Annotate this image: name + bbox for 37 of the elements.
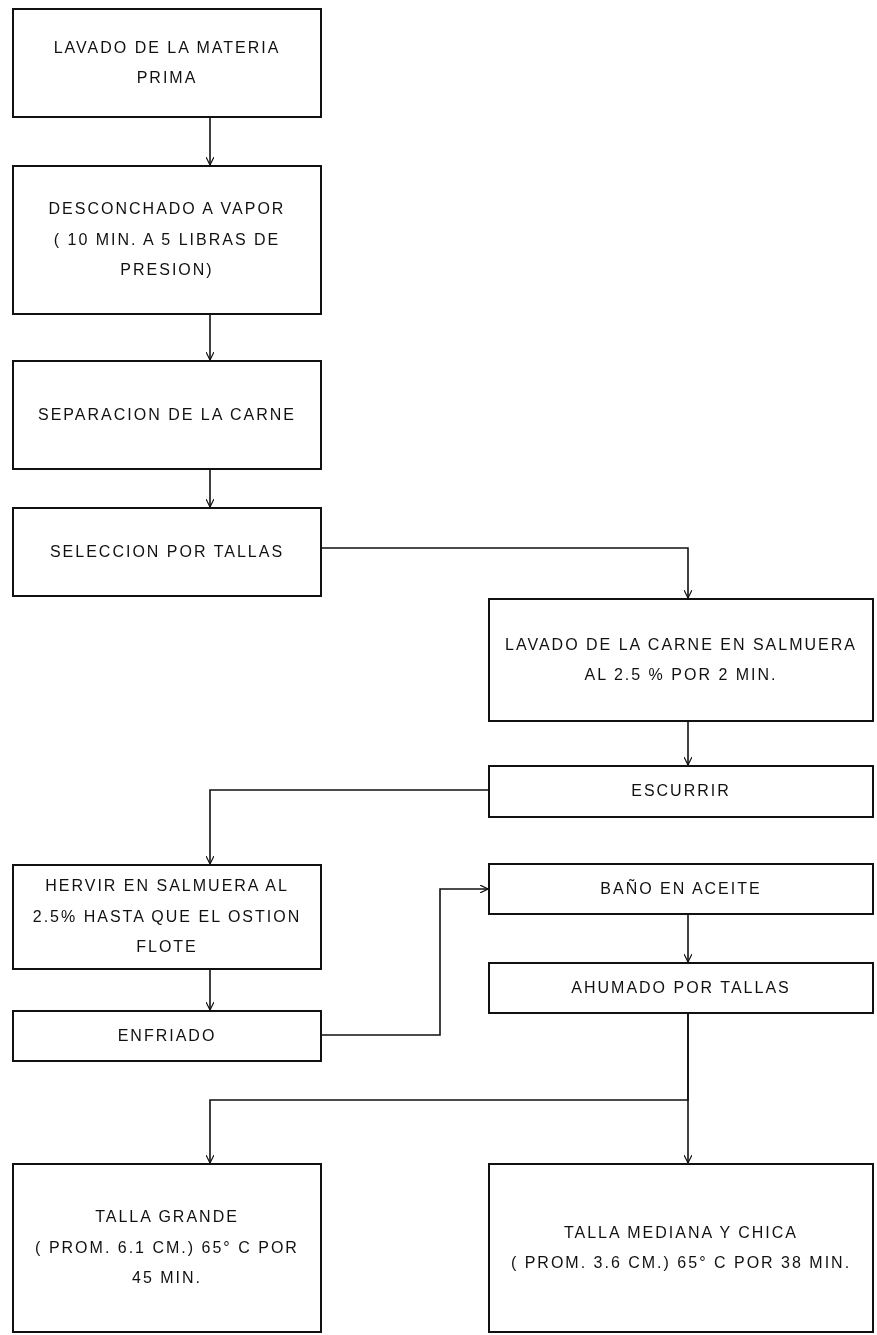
process-box: [488, 1163, 874, 1333]
process-box: [12, 165, 322, 315]
arrow: [321, 547, 693, 599]
process-box: [488, 863, 874, 915]
arrow: [205, 789, 489, 865]
arrow: [205, 117, 215, 166]
process-box: [12, 1010, 322, 1062]
step-text: SEPARACION DE LA CARNE: [38, 404, 296, 425]
process-box: [488, 962, 874, 1014]
step-text: ( PROM. 6.1 CM.) 65° C POR 45 MIN.: [34, 1237, 300, 1289]
step-text: AHUMADO POR TALLAS: [571, 977, 791, 998]
arrow: [683, 721, 693, 766]
step-text: SELECCION POR TALLAS: [49, 541, 285, 562]
arrow: [321, 884, 489, 1036]
step-text: DESCONCHADO A VAPOR: [48, 199, 286, 220]
step-text: TALLA MEDIANA Y CHICA: [563, 1222, 799, 1243]
process-box: [12, 864, 322, 970]
process-box: [488, 598, 874, 722]
step-text: ( 10 MIN. A 5 LIBRAS DE PRESION): [52, 229, 282, 281]
step-text: ( PROM. 3.6 CM.) 65° C POR 38 MIN.: [510, 1253, 852, 1273]
step-text: ESCURRIR: [631, 781, 731, 802]
arrow: [683, 914, 693, 963]
arrow: [205, 969, 215, 1011]
step-text: BAÑO EN ACEITE: [600, 878, 762, 899]
process-box: [12, 8, 322, 118]
process-box: [12, 360, 322, 470]
arrow: [683, 1013, 693, 1164]
step-text: ENFRIADO: [117, 1025, 217, 1046]
process-box: [12, 507, 322, 597]
step-text: LAVADO DE LA MATERIA PRIMA: [52, 37, 282, 88]
process-box: [12, 1163, 322, 1333]
process-box: [488, 765, 874, 818]
step-text: TALLA GRANDE: [95, 1207, 239, 1228]
arrow: [205, 469, 215, 508]
step-text: HERVIR EN SALMUERA AL 2.5% HASTA QUE EL OSTION FLOTE: [31, 876, 303, 958]
step-text: LAVADO DE LA CARNE EN SALMUERA AL 2.5 % POR 2 MIN.: [504, 634, 858, 685]
arrow: [205, 314, 215, 361]
